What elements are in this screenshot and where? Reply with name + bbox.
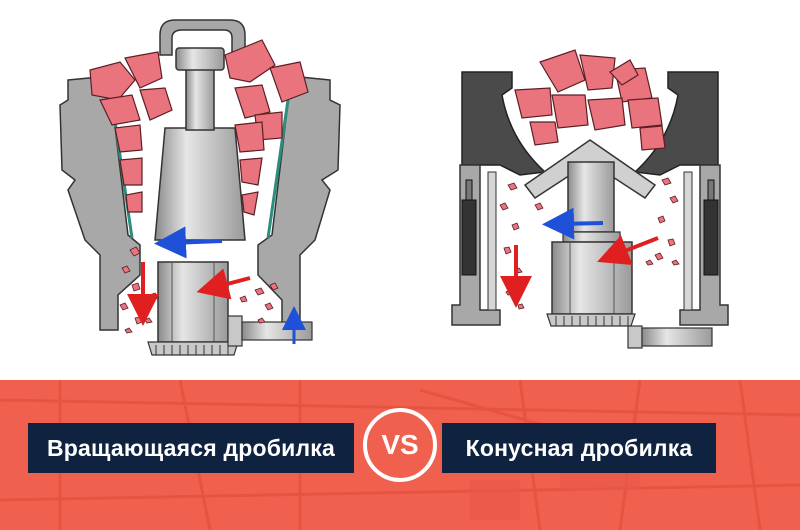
drive-shaft: [242, 322, 312, 340]
shaft-top: [176, 48, 224, 70]
pinion: [628, 326, 642, 348]
arrow-rotation: [170, 241, 222, 243]
cylinder-right: [704, 200, 718, 275]
pinion: [228, 316, 242, 346]
cone-crusher-diagram: [400, 0, 800, 380]
bevel-gear: [148, 342, 238, 355]
eccentric: [158, 262, 228, 342]
rocks-feed: [515, 50, 665, 150]
gyratory-crusher-diagram: [0, 0, 400, 380]
shaft-lower: [563, 232, 620, 242]
bevel-gear: [547, 314, 635, 326]
vs-badge: VS: [363, 408, 437, 482]
label-cone-crusher: Конусная дробилка: [442, 423, 716, 473]
drive-shaft: [642, 328, 712, 346]
arrow-rotation: [558, 223, 603, 224]
frame-inner-left: [488, 172, 496, 310]
cylinder-left: [462, 200, 476, 275]
label-gyratory-crusher: Вращающаяся дробилка: [28, 423, 354, 473]
mantle: [155, 128, 245, 240]
frame-inner-right: [684, 172, 692, 310]
